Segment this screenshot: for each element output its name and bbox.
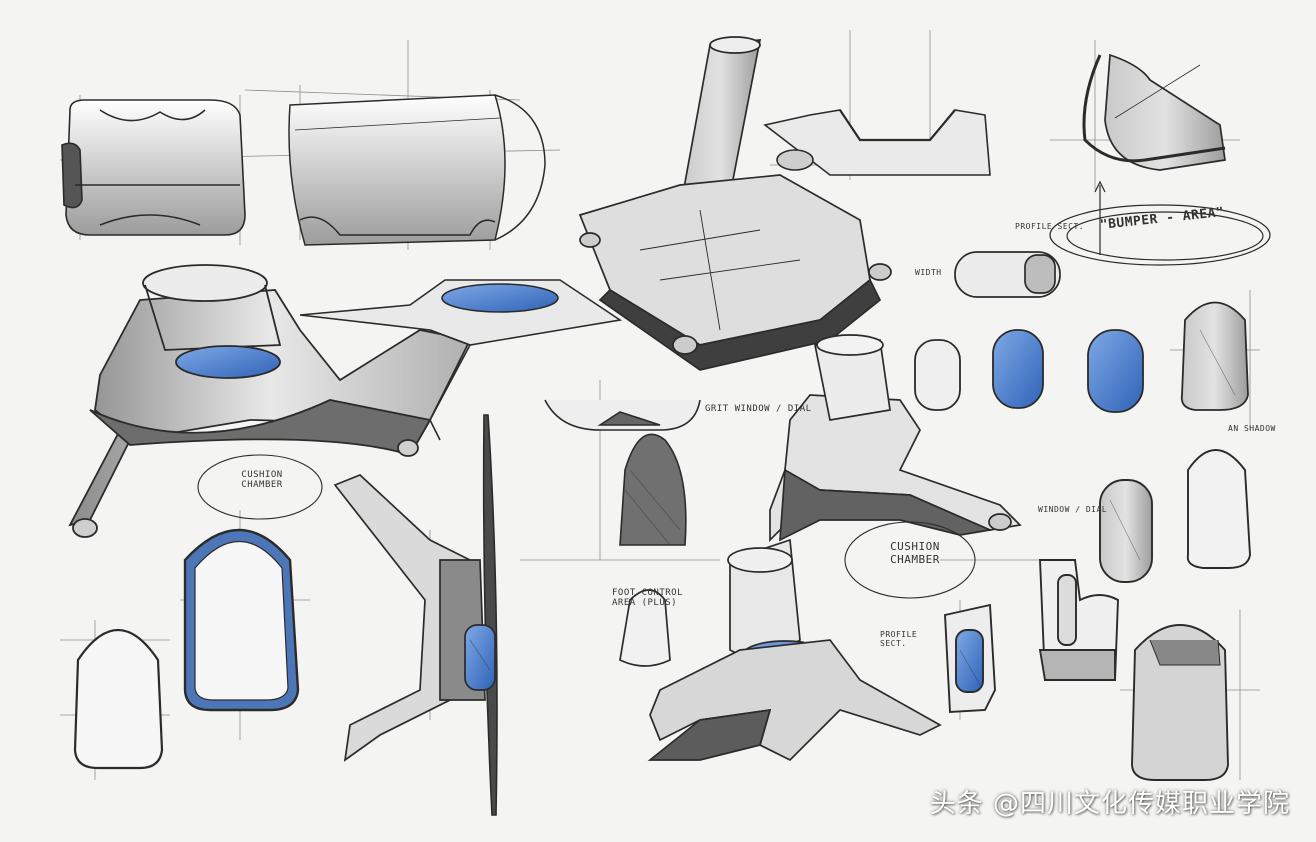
bumper-area-callout bbox=[1049, 180, 1271, 266]
annotation-window-dial: GRIT WINDOW / DIAL bbox=[705, 404, 812, 414]
angled-stand-sketch bbox=[578, 36, 892, 371]
bumper-corner-detail bbox=[1082, 53, 1226, 171]
annotation-window-right: WINDOW / DIAL bbox=[1038, 505, 1108, 514]
pod-variants-row bbox=[914, 301, 1249, 413]
profile-section-oval bbox=[954, 251, 1061, 298]
flat-base-sketch bbox=[299, 279, 623, 441]
annotation-width: WIDTH bbox=[915, 268, 942, 277]
tripod-base-sketch-bottom bbox=[333, 474, 942, 762]
annotation-cushion-chamber-right: CUSHION CHAMBER bbox=[890, 540, 940, 566]
annotation-cushion-chamber-left: CUSHION CHAMBER bbox=[241, 470, 283, 490]
annotation-profile-section: PROFILE SECT. bbox=[1015, 222, 1085, 231]
tripod-base-sketch-right bbox=[769, 334, 1022, 543]
cushion-chamber-callouts bbox=[197, 454, 976, 599]
annotation-profile-section-2: PROFILE SECT. bbox=[880, 630, 918, 648]
pod-outline-large bbox=[183, 528, 300, 712]
pod-outline-small bbox=[73, 628, 164, 770]
cylinder-side-view-sketch bbox=[288, 94, 546, 246]
annotation-side-note: AN SHADOW bbox=[1228, 424, 1276, 433]
hatching-strokes bbox=[469, 329, 1236, 686]
tripod-base-sketch-left bbox=[68, 264, 472, 538]
top-right-section-sketch bbox=[763, 109, 991, 176]
side-profile-blade bbox=[482, 414, 498, 816]
annotation-foot-control: FOOT CONTROL AREA (PLUS) bbox=[612, 588, 684, 608]
watermark-caption: 头条 @四川文化传媒职业学院 bbox=[929, 789, 1290, 819]
pod-side-view-sketch bbox=[61, 99, 246, 236]
